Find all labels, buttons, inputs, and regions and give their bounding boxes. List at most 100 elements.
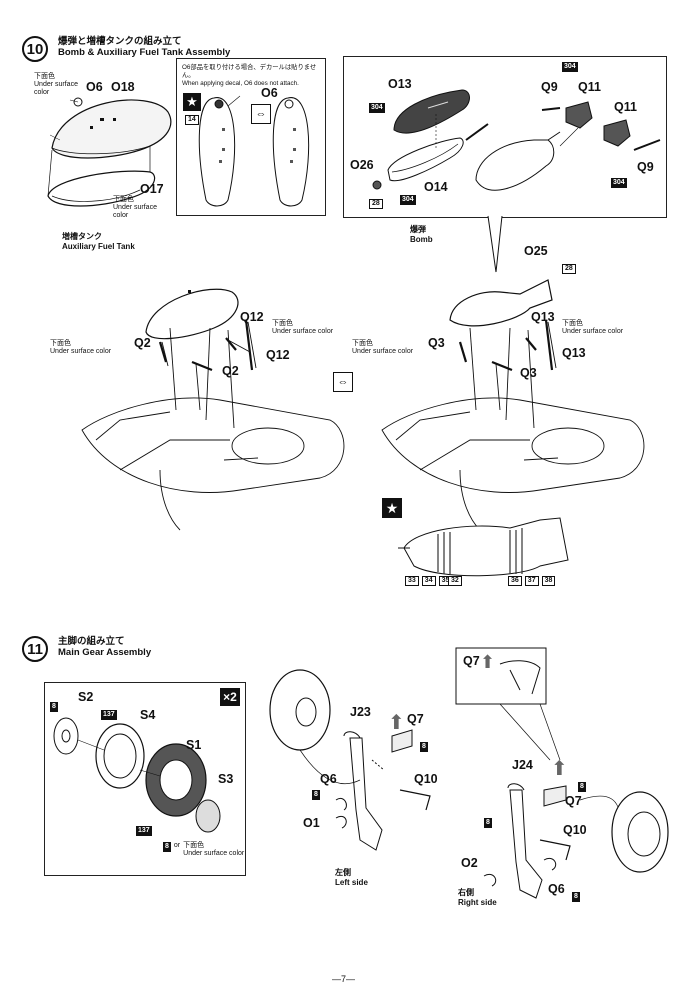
part-O6-alt: O6 (261, 86, 278, 100)
usc-jp: 下面色 (50, 340, 71, 347)
caption-en: Bomb (410, 235, 433, 244)
caption-jp: 左側 (335, 868, 351, 877)
part-Q10: Q10 (414, 772, 438, 786)
decal-note-jp: O6部品を取り付ける場合、デカールは貼りません。 (182, 64, 317, 79)
part-Q13: Q13 (531, 310, 555, 324)
star-icon: ★ (382, 498, 402, 518)
part-O17: O17 (140, 182, 164, 196)
usc-jp: 下面色 (352, 340, 373, 347)
color-code-8: 8 (578, 782, 586, 792)
part-Q9: Q9 (541, 80, 558, 94)
part-O6: O6 (86, 80, 103, 94)
part-O13: O13 (388, 77, 412, 91)
color-code-304: 304 (369, 103, 385, 113)
part-O26: O26 (350, 158, 374, 172)
part-Q7-right: Q7 (565, 794, 582, 808)
decal-33: 33 (405, 576, 419, 586)
part-S2: S2 (78, 690, 94, 704)
usc-jp: 下面色 (34, 73, 55, 80)
color-code-8: 8 (312, 790, 320, 800)
decal-34: 34 (421, 576, 436, 586)
left-side-caption: 左側 Left side (335, 868, 368, 888)
usc-note: 下面色 Under surface color (183, 842, 244, 858)
caption-jp: 爆弾 (410, 225, 426, 234)
caption-jp: 増槽タンク (62, 232, 102, 241)
usc-en-a: Under surface (113, 204, 157, 211)
usc-note-4: 下面色 Under surface color (272, 320, 333, 336)
aux-tank-caption: 増槽タンク Auxiliary Fuel Tank (62, 232, 135, 252)
caption-jp: 右側 (458, 888, 474, 897)
color-code-304: 304 (562, 62, 578, 72)
part-O14: O14 (424, 180, 448, 194)
part-O18: O18 (111, 80, 135, 94)
step-11-badge: 11 (22, 636, 48, 662)
usc-en: Under surface color (352, 348, 414, 355)
part-Q3: Q3 (428, 336, 445, 350)
color-code-304: 304 (400, 195, 416, 205)
caption-en: Right side (458, 898, 497, 907)
usc-en: Under surface color (183, 850, 245, 857)
usc-en-b: color (34, 89, 50, 96)
color-code-28: 28 (562, 264, 576, 274)
bomb-caption: 爆弾 Bomb (410, 225, 433, 245)
swap-arrow-icon: ⇔ (333, 372, 353, 392)
decal-37: 37 (524, 576, 539, 586)
part-S3: S3 (218, 772, 234, 786)
step-10-badge: 10 (22, 36, 48, 62)
usc-en: Under surface color (272, 328, 334, 335)
part-Q11-b: Q11 (614, 100, 637, 114)
usc-jp: 下面色 (113, 196, 134, 203)
part-S4: S4 (140, 708, 156, 722)
usc-en: Under surface color (562, 328, 624, 335)
arrow-up-icon: ⬆ (480, 652, 496, 672)
part-Q11: Q11 (578, 80, 601, 94)
part-Q12: Q12 (240, 310, 264, 324)
bomb-decal-numbers-right: 36 37 38 (508, 576, 556, 586)
color-code-8: 8 (484, 818, 492, 828)
usc-jp: 下面色 (183, 842, 205, 849)
usc-note-1: 下面色 Under surface color (34, 73, 78, 97)
part-O2: O2 (461, 856, 478, 870)
title-jp: 主脚の組み立て (58, 636, 125, 647)
color-code-304: 304 (611, 178, 627, 188)
part-Q2: Q2 (134, 336, 151, 350)
title-en: Main Gear Assembly (58, 647, 152, 658)
part-Q7-callout: Q7 (463, 654, 480, 668)
part-O1: O1 (303, 816, 320, 830)
color-code-8: 8 (572, 892, 580, 902)
usc-note-6: 下面色 Under surface color (352, 340, 413, 356)
title-jp: 爆弾と増槽タンクの組み立て (58, 36, 182, 47)
decal-36: 36 (508, 576, 522, 586)
wheel-color-note: 8 or 下面色 Under surface color (163, 842, 244, 858)
or-text: or (173, 842, 181, 849)
step-11-title: 主脚の組み立て Main Gear Assembly (58, 636, 151, 658)
swap-arrow-icon: ⇔ (251, 104, 271, 124)
part-S1: S1 (186, 738, 202, 752)
decal-32: 32 (448, 576, 462, 586)
step-number: 11 (27, 640, 43, 658)
color-code-28: 28 (369, 199, 383, 209)
color-code-14: 14 (185, 115, 199, 125)
part-Q10-right: Q10 (563, 823, 587, 837)
caption-en: Left side (335, 878, 368, 887)
step-number: 10 (26, 40, 44, 58)
usc-en-a: Under surface (34, 81, 78, 88)
decal-note-en: When applying decal, O6 does not attach. (182, 80, 299, 87)
part-Q2-b: Q2 (222, 364, 239, 378)
step-10-title: 爆弾と増槽タンクの組み立て Bomb & Auxiliary Fuel Tank… (58, 36, 230, 58)
part-J23: J23 (350, 705, 371, 719)
part-Q6-right: Q6 (548, 882, 565, 896)
part-Q3-b: Q3 (520, 366, 537, 380)
color-code-137: 137 (136, 826, 152, 836)
star-icon: ★ (183, 93, 201, 111)
usc-note-2: 下面色 Under surface color (113, 196, 157, 220)
part-Q13-b: Q13 (562, 346, 586, 360)
arrow-up-icon: ⬆ (551, 758, 568, 780)
multiplier-badge: ×2 (220, 688, 240, 706)
color-code-8: 8 (50, 702, 58, 712)
